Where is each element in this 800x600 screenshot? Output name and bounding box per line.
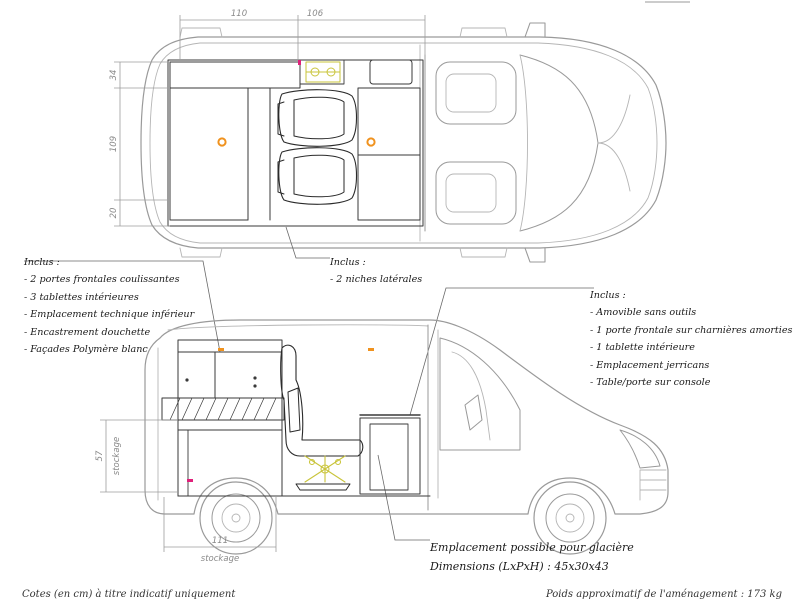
dimension-111: 111 <box>212 536 228 546</box>
dimension-111-label: stockage <box>201 554 239 564</box>
footer-dimensions-note: Cotes (en cm) à titre indicatif uniqueme… <box>22 589 236 600</box>
dimension-20: 20 <box>109 208 119 219</box>
annotation-heading: Inclus : <box>590 290 626 301</box>
dimension-106: 106 <box>307 9 324 19</box>
annotation-item: Emplacement jerricans <box>590 357 792 374</box>
front-wheel <box>533 481 607 555</box>
annotation-rear-furniture: Inclus : 2 portes frontales coulissantes… <box>24 254 194 358</box>
top-dimensions <box>114 15 426 227</box>
annotation-item: 1 porte frontale sur charnières amorties <box>590 322 792 339</box>
dimension-57: 57 <box>95 450 105 461</box>
magenta-marker-icon <box>187 479 193 482</box>
annotation-item: Table/porte sur console <box>590 374 792 391</box>
rear-wheel <box>199 481 273 555</box>
glaciere-line-2: Dimensions (LxPxH) : 45x30x43 <box>430 560 609 573</box>
footer-weight-note: Poids approximatif de l'aménagement : 17… <box>545 589 782 600</box>
orange-marker-icon <box>368 348 374 351</box>
orange-marker-icon <box>366 137 376 147</box>
annotation-item: 2 niches latérales <box>330 271 422 288</box>
dimension-109: 109 <box>109 136 119 152</box>
dimension-110: 110 <box>231 9 247 19</box>
annotation-glaciere: Emplacement possible pour glacière Dimen… <box>430 538 634 576</box>
top-swivel-seat-2 <box>278 147 358 205</box>
annotation-item: 1 tablette intérieure <box>590 339 792 356</box>
orange-marker-icon <box>217 137 227 147</box>
annotation-item: Emplacement technique inférieur <box>24 306 194 323</box>
annotation-item: 3 tablettes intérieures <box>24 289 194 306</box>
orange-marker-icon <box>218 348 224 351</box>
annotation-item: 2 portes frontales coulissantes <box>24 271 194 288</box>
annotation-heading: Inclus : <box>24 257 60 268</box>
magenta-marker-icon <box>298 60 301 65</box>
annotation-heading: Inclus : <box>330 257 366 268</box>
annotation-item: Encastrement douchette <box>24 324 194 341</box>
side-view-body-outline <box>144 319 669 515</box>
annotation-item: Amovible sans outils <box>590 304 792 321</box>
side-dimensions <box>100 419 277 552</box>
top-view-body-outline <box>140 36 667 249</box>
side-mechanism-icon <box>304 455 346 483</box>
top-swivel-seat-1 <box>278 89 358 147</box>
side-view <box>144 319 669 555</box>
dimension-34: 34 <box>109 70 119 81</box>
top-view <box>140 22 667 263</box>
top-mechanism-icon <box>305 61 341 83</box>
annotation-middle-niches: Inclus : 2 niches latérales <box>330 254 422 289</box>
annotation-front-module: Inclus : Amovible sans outils 1 porte fr… <box>590 287 792 391</box>
side-swivel-seat <box>280 344 364 457</box>
annotation-item: Façades Polymère blanc <box>24 341 194 358</box>
dimension-57-label: stockage <box>112 437 122 475</box>
glaciere-line-1: Emplacement possible pour glacière <box>430 541 634 554</box>
